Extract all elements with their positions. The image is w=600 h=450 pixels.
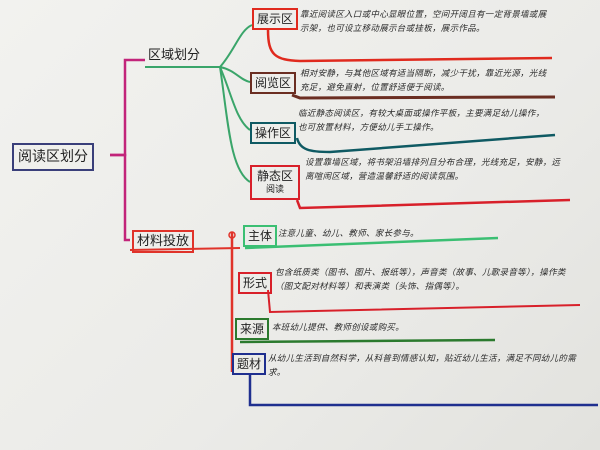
topic-underline <box>248 375 598 407</box>
operation-underline <box>295 133 556 154</box>
node-reading-area: 阅览区 <box>250 72 297 94</box>
subject-underline <box>244 236 499 250</box>
node-display-area: 展示区 <box>252 8 299 30</box>
region-to-reading <box>219 66 251 83</box>
branch-material-placement: 材料投放 <box>132 230 195 253</box>
node-quiet-area: 静态区 阅读 <box>250 165 300 200</box>
note-operation-area: 临近静态阅读区，有较大桌面或操作平板，主要满足幼儿操作，也可放置材料，方便幼儿手… <box>298 109 545 133</box>
note-reading-area: 相对安静，与其他区域有适当隔断，减少干扰，靠近光源，光线充足，避免直射，位置舒适… <box>300 69 547 93</box>
region-to-operation <box>219 66 251 131</box>
note-quiet-area: 设置靠墙区域，将书架沿墙排列且分布合理，光线充足，安静，远离喧闹区域，营造温馨舒… <box>305 158 561 182</box>
quiet-underline <box>295 198 571 210</box>
note-topic: 从幼儿生活到自然科学，从科普到情感认知，贴近幼儿生活，满足不同幼儿的需求。 <box>268 354 577 378</box>
node-topic: 题材 <box>232 353 267 375</box>
source-underline <box>239 338 496 344</box>
note-source: 本班幼儿提供、教师创设或购买。 <box>272 323 405 333</box>
node-quiet-area-label: 静态区 <box>256 169 293 183</box>
root-to-region-connector <box>110 58 145 157</box>
note-display-area: 靠近阅读区入口或中心显眼位置，空间开阔且有一定背景墙或展示架，也可设立移动展示台… <box>300 10 547 34</box>
display-underline <box>266 29 553 63</box>
note-form: 包含纸质类（图书、图片、报纸等），声音类（故事、儿歌录音等），操作类（图文配对材… <box>275 268 566 292</box>
node-subject: 主体 <box>243 225 278 247</box>
branch-region-division: 区域划分 <box>148 48 201 63</box>
node-quiet-area-sublabel: 阅读 <box>265 185 284 195</box>
root-node: 阅读区划分 <box>12 143 94 171</box>
node-source: 来源 <box>235 318 270 340</box>
form-underline <box>267 289 581 314</box>
note-subject: 注意儿童、幼儿、教师、家长参与。 <box>278 229 419 239</box>
node-form: 形式 <box>238 272 273 294</box>
root-to-material-connector <box>110 153 130 242</box>
node-operation-area: 操作区 <box>250 122 297 144</box>
region-to-display <box>219 24 253 68</box>
material-node <box>228 231 236 239</box>
reading-underline <box>291 93 556 100</box>
material-underline <box>129 247 241 251</box>
region-to-quiet <box>219 66 251 183</box>
